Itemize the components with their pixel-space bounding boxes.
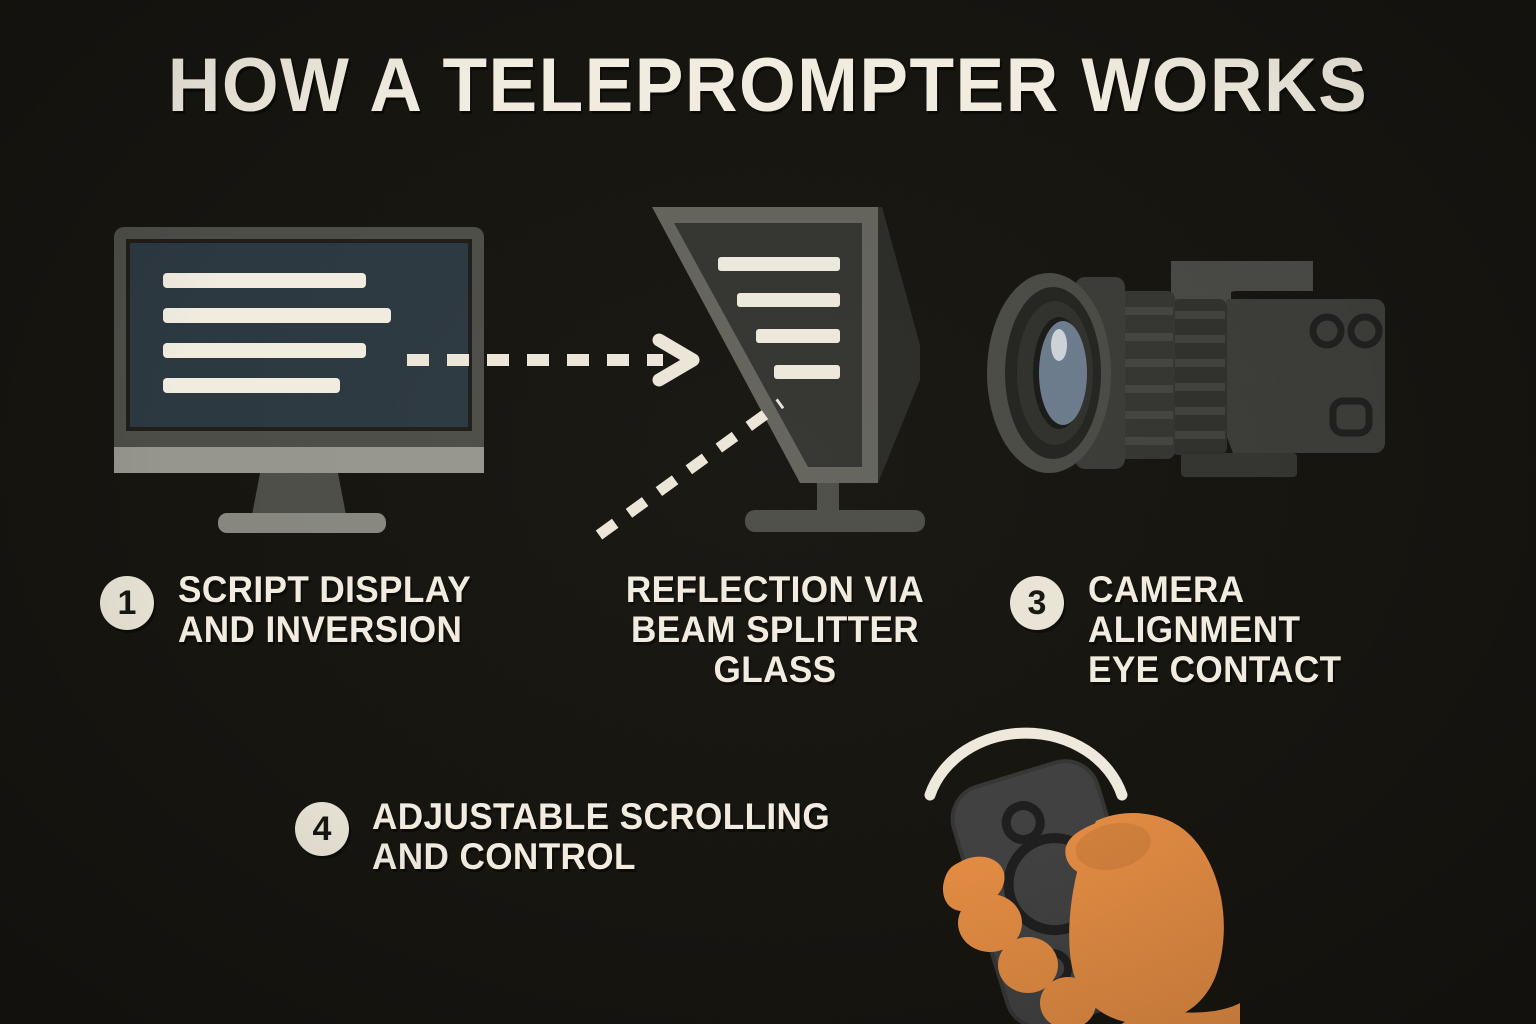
monitor-illustration xyxy=(114,227,484,533)
caption-line: ADJUSTABLE SCROLLING xyxy=(372,796,831,837)
monitor-base xyxy=(218,513,386,533)
script-line xyxy=(163,308,391,323)
hand-wrist xyxy=(1121,1003,1240,1024)
step-caption-4: ADJUSTABLE SCROLLING AND CONTROL xyxy=(372,797,830,877)
caption-line: BEAM SPLITTER xyxy=(630,608,920,650)
script-line xyxy=(163,273,366,288)
caption-line: REFLECTION VIA xyxy=(625,569,925,610)
monitor-neck xyxy=(252,473,346,515)
caption-line: AND INVERSION xyxy=(178,608,463,650)
lens-highlight xyxy=(1051,329,1067,361)
caption-line: AND CONTROL xyxy=(372,835,636,877)
step-badge-3: 3 xyxy=(1010,576,1064,630)
step-caption-1: SCRIPT DISPLAY AND INVERSION xyxy=(178,570,471,650)
lens-ribs-rear xyxy=(1173,311,1225,439)
hand-thumb-shade xyxy=(1075,822,1151,871)
reflected-dash-line xyxy=(595,398,785,540)
step-caption-2: REFLECTION VIA BEAM SPLITTER GLASS xyxy=(595,570,956,690)
finger-tip xyxy=(958,894,1022,952)
reflected-line xyxy=(774,365,840,379)
splitter-base xyxy=(745,510,925,532)
script-line xyxy=(163,378,340,393)
step-badge-4: 4 xyxy=(295,802,349,856)
reflected-line xyxy=(756,329,840,343)
splitter-panel xyxy=(674,223,862,467)
signal-arc-icon xyxy=(924,727,1128,801)
light-ray-reflected xyxy=(595,398,785,540)
lens-ribs-mid xyxy=(1117,307,1173,445)
step-caption-3: CAMERA ALIGNMENT EYE CONTACT xyxy=(1088,570,1342,690)
light-arrow-straight xyxy=(407,333,700,387)
finger-tip xyxy=(1040,977,1096,1024)
camera-button-round xyxy=(1347,313,1383,349)
caption-line: CAMERA xyxy=(1088,569,1245,610)
camera-illustration xyxy=(987,261,1385,477)
caption-line: ALIGNMENT xyxy=(1088,608,1301,650)
beam-splitter-illustration xyxy=(652,207,925,532)
remote-top-button xyxy=(1001,801,1045,845)
script-line xyxy=(163,343,366,358)
caption-line: SCRIPT DISPLAY xyxy=(178,569,472,610)
reflected-line xyxy=(737,293,840,307)
caption-line: GLASS xyxy=(713,648,837,690)
remote-and-hand-illustration xyxy=(924,727,1240,1024)
caption-line: EYE CONTACT xyxy=(1088,648,1342,690)
lens-glass xyxy=(1039,321,1087,425)
camera-base-plate xyxy=(1181,453,1297,477)
step-badge-1: 1 xyxy=(100,576,154,630)
page-title: HOW A TELEPROMPTER WORKS xyxy=(167,43,1369,128)
camera-button-round xyxy=(1309,313,1345,349)
finger-tip xyxy=(998,937,1058,993)
arrow-head-icon xyxy=(652,333,700,387)
reflected-line xyxy=(718,257,840,271)
camera-button-square xyxy=(1329,397,1373,437)
